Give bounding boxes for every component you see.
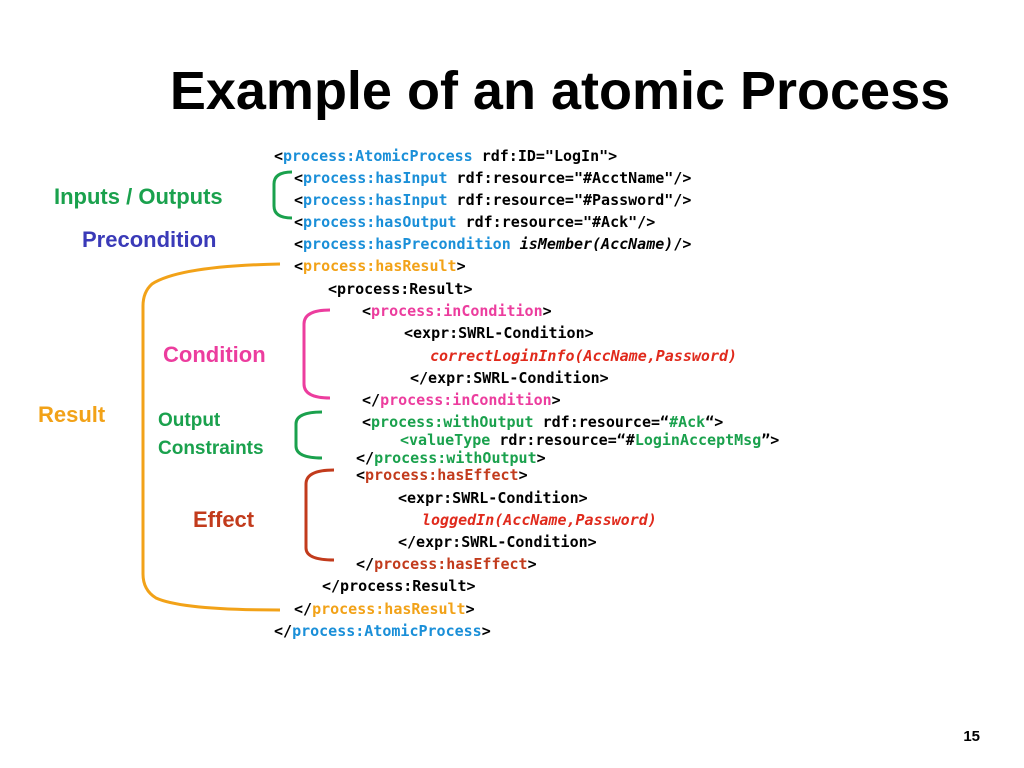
output-constraints-bracket	[294, 410, 323, 460]
code-line: </process:hasEffect>	[356, 555, 537, 573]
code-line: <expr:SWRL-Condition>	[404, 324, 594, 342]
code-line: correctLoginInfo(AccName,Password)	[430, 347, 738, 365]
label-effect: Effect	[193, 507, 255, 532]
code-line: <process:hasInput rdf:resource="#Passwor…	[294, 191, 692, 209]
label-inputs-outputs: Inputs / Outputs	[54, 184, 223, 209]
code-line: </expr:SWRL-Condition>	[398, 533, 597, 551]
label-output-constraints-line1: Output	[158, 410, 221, 431]
code-line: </process:inCondition>	[362, 391, 561, 409]
code-line: <process:hasOutput rdf:resource="#Ack"/>	[294, 213, 656, 231]
code-line: </process:AtomicProcess>	[274, 622, 491, 640]
effect-bracket	[304, 468, 335, 562]
page-number: 15	[963, 728, 980, 745]
label-result: Result	[38, 402, 106, 427]
inputs-outputs-bracket	[272, 170, 293, 220]
condition-bracket	[302, 308, 331, 400]
code-line: loggedIn(AccName,Password)	[422, 511, 657, 529]
code-line: <expr:SWRL-Condition>	[398, 489, 588, 507]
code-line: <process:withOutput rdf:resource=“#Ack“>	[362, 413, 724, 431]
label-condition: Condition	[163, 342, 266, 367]
label-precondition: Precondition	[82, 227, 217, 252]
label-output-constraints-line2: Constraints	[158, 438, 264, 459]
slide-title: Example of an atomic Process	[169, 61, 951, 121]
code-line: <process:hasResult>	[294, 257, 466, 275]
code-line: <process:inCondition>	[362, 302, 552, 320]
code-line: <process:Result>	[328, 280, 473, 298]
code-line: <process:hasPrecondition isMember(AccNam…	[294, 235, 692, 253]
code-line: </process:Result>	[322, 577, 476, 595]
code-line: <process:AtomicProcess rdf:ID="LogIn">	[274, 147, 618, 165]
code-line: <process:hasEffect>	[356, 466, 528, 484]
code-line: <process:hasInput rdf:resource="#AcctNam…	[294, 169, 692, 187]
code-line: <valueType rdr:resource=“#LoginAcceptMsg…	[400, 431, 780, 449]
result-bracket	[141, 262, 281, 612]
code-line: </process:withOutput>	[356, 449, 546, 467]
code-line: </expr:SWRL-Condition>	[410, 369, 609, 387]
code-line: </process:hasResult>	[294, 600, 475, 618]
